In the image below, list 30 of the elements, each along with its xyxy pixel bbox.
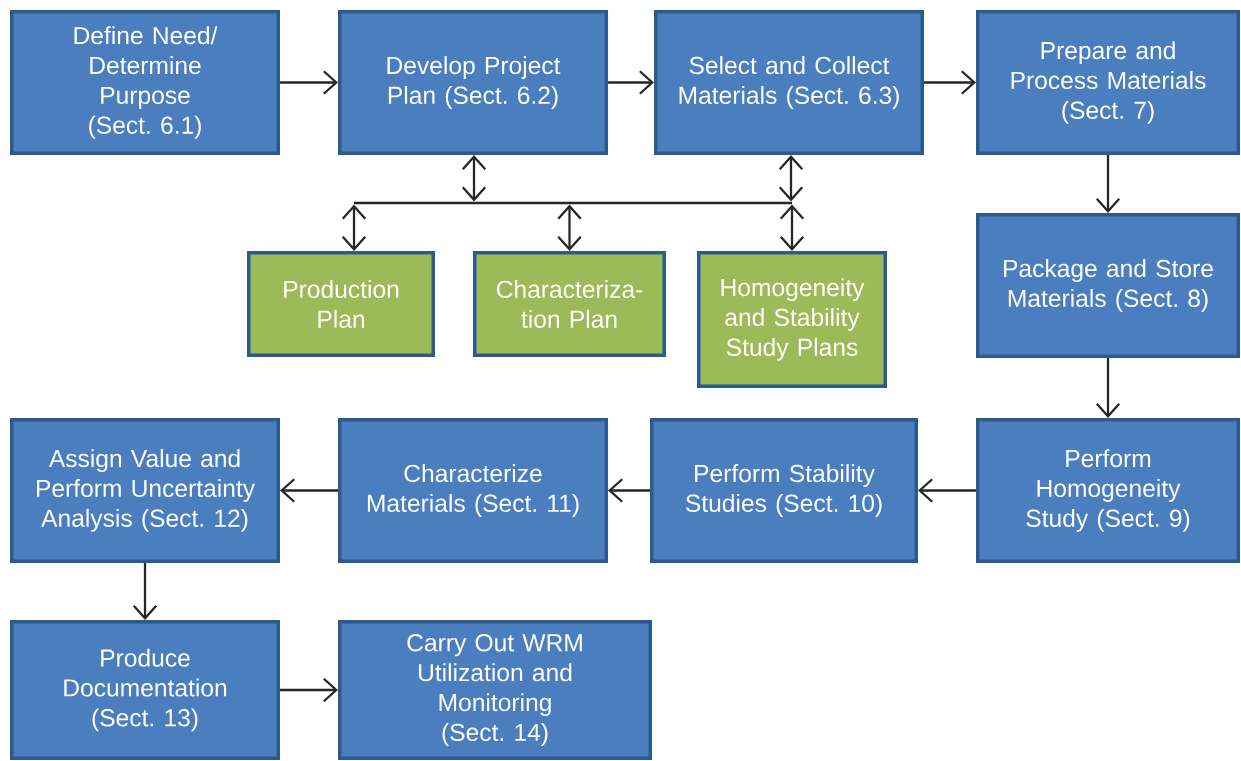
arrow (280, 478, 338, 503)
process-box: Carry Out WRM Utilization and Monitoring (Sect. 14) (338, 620, 652, 760)
process-box: Define Need/ Determine Purpose (Sect. 6.1) (10, 10, 280, 155)
plan-box: Homogeneity and Stability Study Plans (697, 251, 887, 388)
double-arrow (557, 204, 582, 251)
process-box: Produce Documentation (Sect. 13) (10, 620, 280, 760)
double-arrow (778, 155, 804, 202)
process-box: Perform Homogeneity Study (Sect. 9) (976, 418, 1240, 563)
process-box: Prepare and Process Materials (Sect. 7) (976, 10, 1240, 155)
process-box: Select and Collect Materials (Sect. 6.3) (654, 10, 924, 155)
arrow (132, 563, 158, 620)
arrow (608, 70, 654, 95)
plan-box: Production Plan (247, 251, 435, 357)
double-arrow (461, 155, 487, 202)
connector-bar (354, 201, 792, 205)
arrow (1095, 358, 1121, 418)
arrow (1095, 155, 1121, 213)
process-box: Package and Store Materials (Sect. 8) (976, 213, 1240, 358)
double-arrow (779, 204, 805, 251)
arrow (280, 70, 338, 95)
arrow (280, 677, 338, 703)
process-box: Perform Stability Studies (Sect. 10) (650, 418, 918, 563)
arrow (918, 478, 976, 503)
arrow (608, 478, 650, 503)
process-box: Develop Project Plan (Sect. 6.2) (338, 10, 608, 155)
process-box: Assign Value and Perform Uncertainty Analysis (Sect. 12) (10, 418, 280, 563)
double-arrow (341, 204, 367, 251)
process-box: Characterize Materials (Sect. 11) (338, 418, 608, 563)
arrow (924, 70, 976, 95)
plan-box: Characteriza- tion Plan (473, 251, 666, 357)
